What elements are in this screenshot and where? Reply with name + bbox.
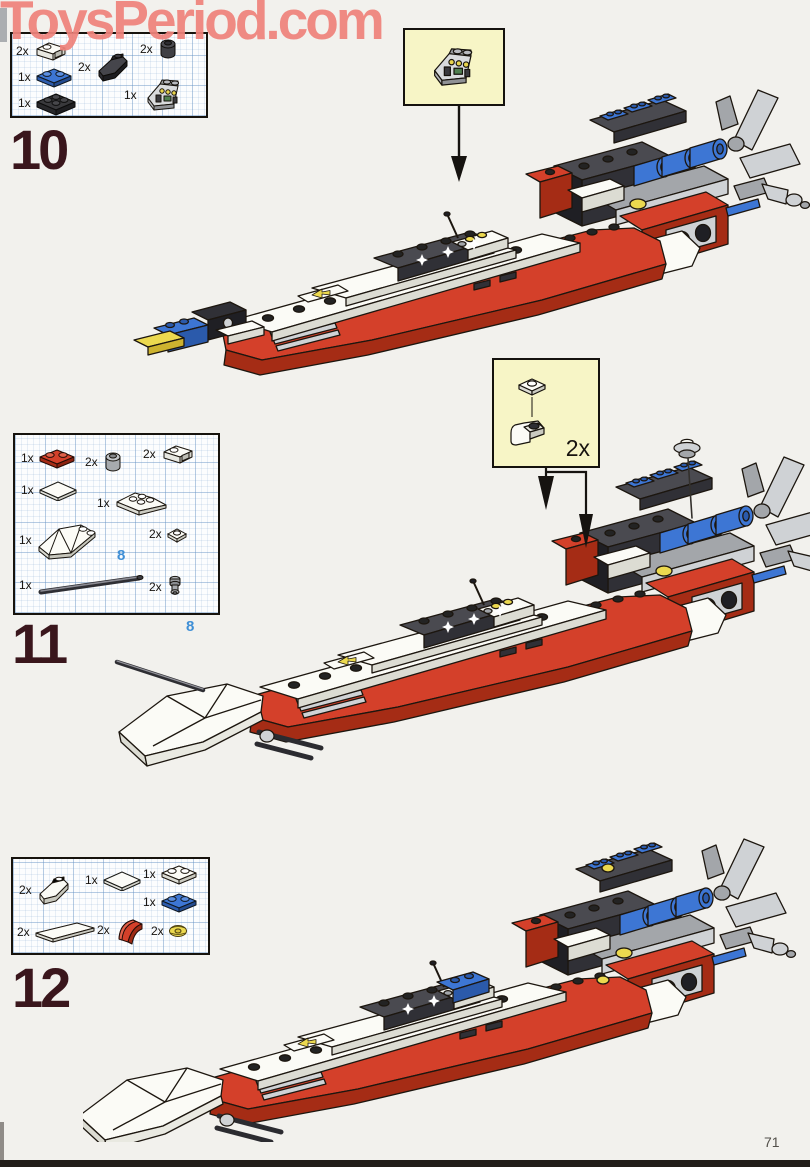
callout-arrow-icon [451,106,467,182]
bar-length-label-on-model: 8 [186,618,195,635]
grey-tap-icon [169,575,181,595]
part-count: 1x [19,578,32,592]
part-count: 2x [151,924,164,938]
part-count: 2x [149,527,162,541]
red-curved-brick-icon [118,919,143,945]
part-count: 1x [18,96,31,110]
part-count: 2x [149,580,162,594]
part-white-headlight: 2x [16,38,72,64]
part-white-tile-2x2: 1x [21,479,79,501]
part-grey-tap: 2x [149,575,185,599]
grey-round-brick-icon [105,452,121,472]
part-black-slope: 2x [78,52,132,82]
white-headlight-brick-icon [163,445,193,464]
part-count: 2x [16,44,29,58]
step-11-number: 11 [12,612,68,675]
part-black-plate-2x2: 1x [18,90,78,116]
step-11-parts-box: 1x 2x 2x 1x 1x 1x 2x 8 1x [13,433,220,615]
part-white-plate-1x1: 2x [149,525,189,543]
part-red-plate-1x2: 1x [21,447,77,469]
red-plate-icon [39,449,75,469]
white-cockpit-wedge-icon [38,524,96,560]
scan-edge-bar [0,1160,810,1167]
bar-length-label: 8 [117,547,126,564]
part-white-wedge-plate: 1x [97,489,169,517]
black-plate-icon [36,93,76,116]
part-white-tile-2x2: 1x [85,869,143,891]
part-count: 1x [143,867,156,881]
step-11-callout-box: 2x [492,358,600,468]
step-12-number: 12 [12,956,71,1019]
part-count: 2x [143,447,156,461]
blue-plate-icon [36,68,72,88]
part-blue-plate-1x2: 1x [18,66,74,88]
part-white-headlight: 2x [143,441,199,467]
step-11-model-illustration [114,438,810,770]
white-slope-brick-icon [39,876,69,905]
scan-artifact [0,1122,4,1162]
part-count: 1x [97,496,110,510]
part-blue-plate-1x2: 1x [143,891,199,913]
part-grey-bar-8l: 1x [19,573,147,597]
callout-count: 2x [565,435,590,461]
page-number: 71 [764,1134,780,1150]
part-count: 2x [85,455,98,469]
part-yellow-round-plate: 2x [151,923,189,939]
plate-on-headlight-icon [510,378,546,446]
part-count: 2x [97,923,110,937]
watermark: ToysPeriod.com [0,0,385,51]
control-panel-slope-icon [147,79,179,111]
white-wedge-plate-icon [116,492,167,516]
part-red-curved-brick: 2x [97,915,147,945]
part-count: 2x [78,60,91,74]
part-count: 2x [19,883,32,897]
step-10-number: 10 [10,118,69,181]
part-count: 1x [124,88,137,102]
white-tile-icon [103,871,141,891]
white-headlight-brick-icon [36,42,66,61]
step-10-parts-box: 2x 2x 1x 2x 1x 1x [10,32,208,118]
part-count: 1x [18,70,31,84]
grey-bar-icon [38,575,144,595]
part-count: 2x [140,42,153,56]
control-panel-slope-icon [434,48,473,86]
part-count: 1x [21,451,34,465]
part-control-panel-slope: 1x [124,76,188,114]
white-plate-icon [161,865,197,885]
step-12-model-illustration [83,838,797,1142]
step-10-callout-box [403,28,505,106]
part-black-round-brick: 2x [140,36,180,62]
part-count: 1x [19,533,32,547]
part-count: 1x [85,873,98,887]
black-round-brick-icon [160,39,176,59]
white-tile-icon [39,481,77,501]
blue-plate-icon [161,893,197,913]
part-grey-round-brick: 2x [85,449,125,475]
part-white-plate-1x2: 1x [143,863,199,885]
yellow-round-plate-icon [168,925,187,937]
scan-artifact [0,8,7,42]
part-count: 2x [17,925,30,939]
part-white-cockpit-wedge: 1x [19,519,101,561]
part-white-slope: 2x [19,875,73,905]
callout-arrows-icon [538,466,593,548]
black-slope-brick-icon [98,53,128,82]
part-count: 1x [21,483,34,497]
step-12-parts-box: 2x 1x 1x 1x 2x 2x 2x [11,857,210,955]
part-count: 1x [143,895,156,909]
part-white-tile-1x4: 2x [17,921,97,943]
white-plate-1x1-icon [166,528,187,543]
white-long-tile-icon [35,922,95,943]
